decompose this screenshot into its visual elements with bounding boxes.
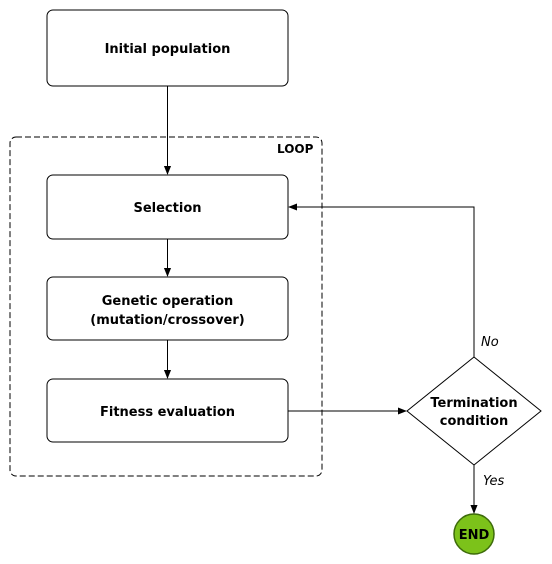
node-initial-population-label: Initial population — [105, 42, 231, 57]
edge-termination-no-to-selection — [288, 203, 475, 357]
node-genetic-operation: Genetic operation (mutation/crossover) — [46, 276, 289, 341]
edge-label-yes: Yes — [483, 474, 505, 489]
node-selection-label: Selection — [133, 201, 201, 216]
loop-container — [9, 136, 323, 477]
loop-label: LOOP — [277, 142, 314, 156]
node-termination-line1: Termination — [430, 396, 517, 411]
node-initial-population: Initial population — [46, 9, 289, 87]
node-termination-line2: condition — [440, 414, 509, 429]
node-selection: Selection — [46, 174, 289, 240]
node-end: END — [453, 513, 495, 555]
node-fitness-evaluation: Fitness evaluation — [46, 378, 289, 443]
node-genetic-operation-line2: (mutation/crossover) — [90, 313, 244, 328]
node-genetic-operation-line1: Genetic operation — [102, 294, 234, 309]
edge-label-no: No — [481, 335, 499, 350]
node-termination-condition: Termination condition — [406, 356, 542, 466]
node-fitness-evaluation-label: Fitness evaluation — [100, 405, 235, 420]
node-end-label: END — [459, 528, 490, 543]
